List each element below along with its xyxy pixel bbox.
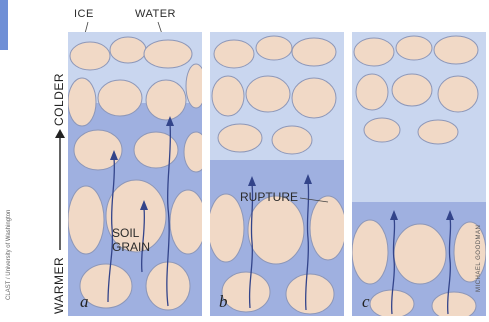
panel-a-letter: a — [80, 292, 89, 312]
colder-label: COLDER — [52, 73, 66, 126]
warmer-label: WARMER — [52, 257, 66, 314]
panel-b-illustration — [210, 32, 344, 316]
panel-a — [68, 32, 202, 316]
rupture-leader-line — [300, 192, 330, 204]
panel-b — [210, 32, 344, 316]
panel-c-illustration — [352, 32, 486, 316]
soil-grain-label: SOIL GRAIN — [112, 226, 150, 254]
credit-left: CLAST / University of Washington — [6, 210, 12, 300]
rupture-label: RUPTURE — [240, 190, 298, 204]
temperature-axis-arrow — [53, 128, 69, 252]
panel-c — [352, 32, 486, 316]
panel-c-letter: c — [362, 292, 370, 312]
panel-b-letter: b — [219, 292, 228, 312]
credit-right: MICHAEL GOODMAN — [476, 225, 482, 292]
soil-grain-line-2: GRAIN — [112, 240, 150, 254]
soil-grain-line-1: SOIL — [112, 226, 150, 240]
panel-a-illustration — [68, 32, 202, 316]
